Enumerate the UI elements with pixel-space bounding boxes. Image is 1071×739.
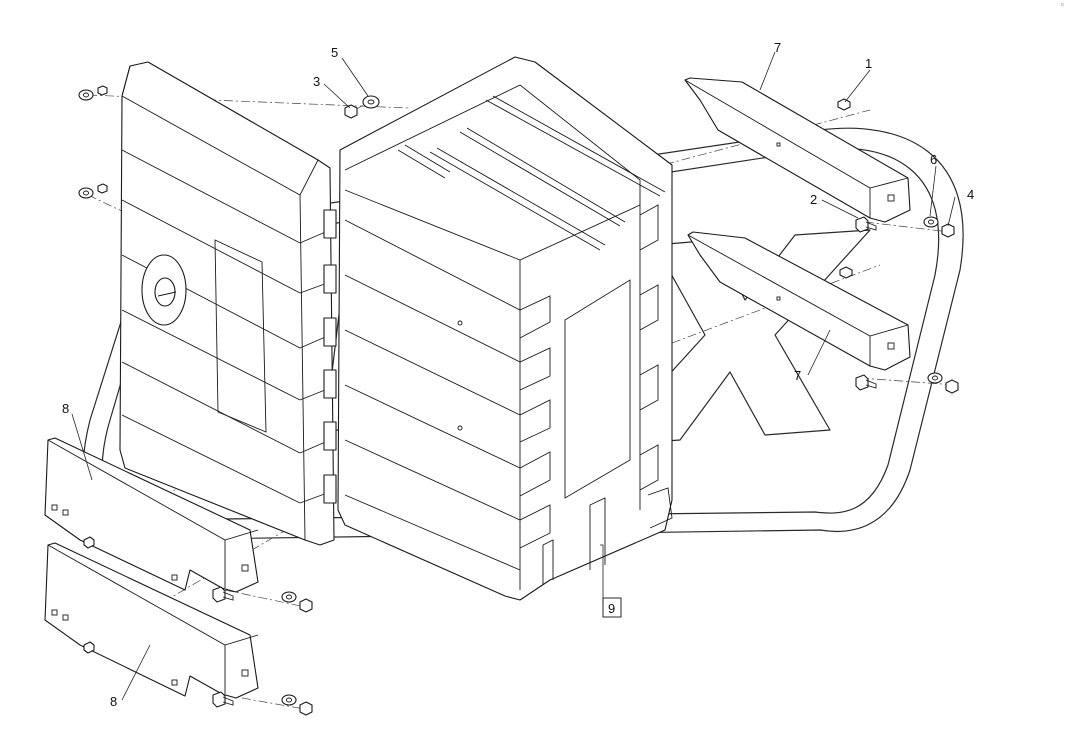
callout-4: 4	[967, 187, 974, 202]
nut	[97, 183, 108, 194]
bolt-2	[855, 216, 869, 233]
callout-9: 9	[608, 601, 615, 616]
callout-labels: 1 2 3 4 5 6 7 7 8 8 9	[62, 40, 974, 709]
toolbox-body	[337, 56, 673, 601]
bolt	[212, 586, 226, 603]
bolt	[83, 641, 95, 654]
washer-5	[362, 95, 380, 109]
callout-8-upper: 8	[62, 401, 69, 416]
washer	[281, 694, 297, 706]
washer	[281, 591, 297, 603]
body-ribs	[344, 219, 551, 571]
bolt	[83, 536, 95, 549]
callout-7-upper: 7	[774, 40, 781, 55]
lid-recess	[214, 239, 267, 433]
callout-8-lower: 8	[110, 694, 117, 709]
washer	[78, 187, 94, 199]
nut-4	[941, 223, 955, 238]
callout-6: 6	[930, 152, 937, 167]
toolbox-lid	[119, 61, 337, 546]
washer	[78, 89, 94, 101]
nut	[299, 598, 313, 613]
nut	[299, 701, 313, 716]
callout-1: 1	[865, 56, 872, 71]
callout-3: 3	[313, 74, 320, 89]
bracket-lower-right	[687, 231, 911, 371]
callout-5: 5	[331, 45, 338, 60]
washer	[927, 372, 943, 384]
bolt	[839, 266, 853, 279]
nut	[945, 379, 959, 394]
bolt	[212, 691, 226, 708]
washer-6	[923, 216, 939, 228]
nut	[97, 85, 108, 96]
bracket-upper-right	[684, 77, 911, 223]
body-side-recess	[564, 279, 631, 499]
hinges	[323, 209, 337, 504]
leader-lines	[71, 51, 956, 701]
bolt-1	[837, 98, 851, 111]
corner-mark: ◦	[1059, 1, 1065, 11]
callout-2: 2	[810, 192, 817, 207]
nut-3	[344, 104, 358, 119]
fasteners	[78, 85, 959, 716]
bolt	[855, 374, 869, 391]
lid-lock	[141, 254, 187, 326]
callout-9-box	[602, 597, 622, 618]
callout-7-lower: 7	[794, 368, 801, 383]
